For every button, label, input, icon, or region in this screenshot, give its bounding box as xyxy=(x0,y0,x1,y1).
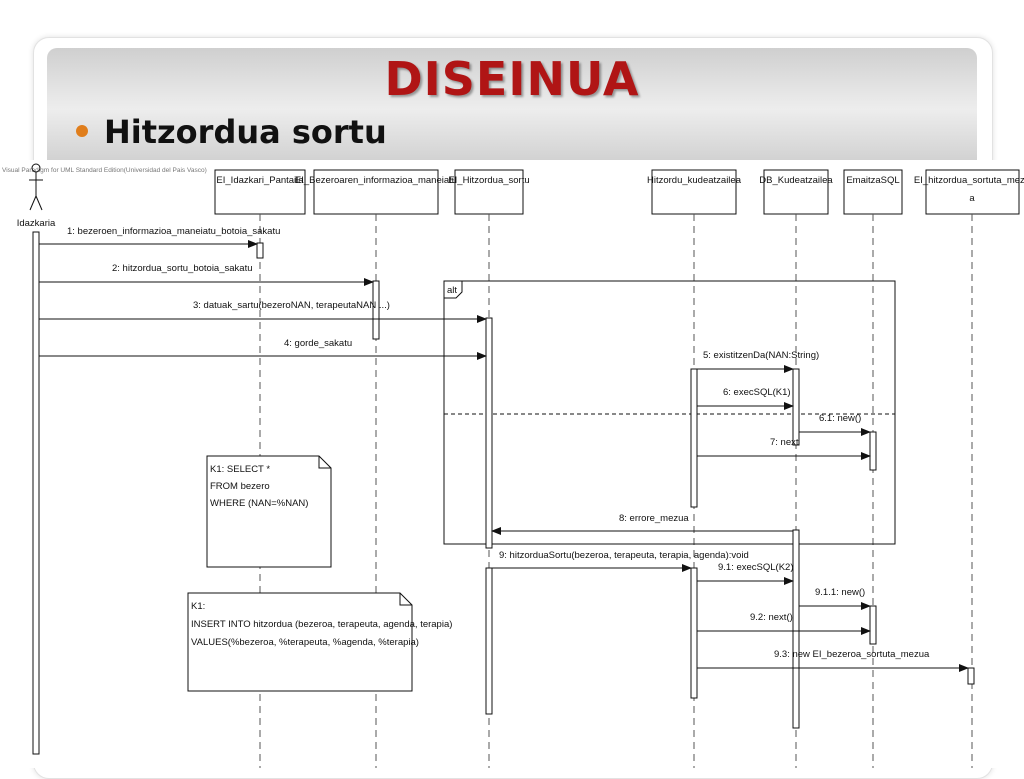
svg-text:EmaitzaSQL: EmaitzaSQL xyxy=(846,175,899,186)
svg-text:VALUES(%bezeroa, %terapeuta, %: VALUES(%bezeroa, %terapeuta, %agenda, %t… xyxy=(191,637,419,648)
actor-idazkaria: Idazkaria xyxy=(17,163,56,229)
lifeline-head-hitzordua-sortu: EI_Hitzordua_sortu xyxy=(448,169,530,215)
msg-6-1-label: 6.1: new() xyxy=(819,413,861,424)
msg-9-1-label: 9.1: execSQL(K2) xyxy=(718,562,794,573)
note-k1-insert: K1: INSERT INTO hitzordua (bezeroa, tera… xyxy=(187,592,452,692)
msg-9-label: 9: hitzorduaSortu(bezeroa, terapeuta, te… xyxy=(499,550,749,561)
lifeline-head-sortuta-mezua: EI_hitzordua_sortuta_mezu a xyxy=(914,169,1024,215)
watermark-text: Visual Paradigm for UML Standard Edition… xyxy=(2,167,207,174)
bullet-text: Hitzordua sortu xyxy=(104,113,387,151)
lifeline-head-hitzordu-kudeatzailea: Hitzordu_kudeatzailea xyxy=(647,169,742,215)
msg-2-label: 2: hitzordua_sortu_botoia_sakatu xyxy=(112,263,253,274)
svg-text:DB_Kudeatzailea: DB_Kudeatzailea xyxy=(759,175,833,186)
msg-8-label: 8: errore_mezua xyxy=(619,513,689,524)
svg-text:EI_Idazkari_Pantaila: EI_Idazkari_Pantaila xyxy=(216,175,304,186)
svg-text:alt: alt xyxy=(447,285,457,296)
svg-text:Hitzordu_kudeatzailea: Hitzordu_kudeatzailea xyxy=(647,175,742,186)
lifeline-head-idazkari-pantaila: EI_Idazkari_Pantaila xyxy=(214,169,306,215)
svg-text:a: a xyxy=(969,193,975,204)
msg-5-label: 5: existitzenDa(NAN:String) xyxy=(703,350,819,361)
message-arrows xyxy=(39,240,969,672)
msg-3-label: 3: datuak_sartu(bezeroNAN, terapeutaNAN … xyxy=(193,300,390,311)
svg-text:WHERE (NAN=%NAN): WHERE (NAN=%NAN) xyxy=(210,498,308,509)
msg-9-1-1-label: 9.1.1: new() xyxy=(815,587,865,598)
lifeline-head-db-kudeatzailea: DB_Kudeatzailea xyxy=(759,169,833,215)
sequence-diagram: Visual Paradigm for UML Standard Edition… xyxy=(0,160,1024,768)
svg-text:K1: SELECT *: K1: SELECT * xyxy=(210,464,270,475)
alt-fragment: alt xyxy=(443,280,896,545)
svg-text:FROM bezero: FROM bezero xyxy=(210,481,270,492)
svg-text:EI_hitzordua_sortuta_mezu: EI_hitzordua_sortuta_mezu xyxy=(914,175,1024,186)
msg-9-2-label: 9.2: next() xyxy=(750,612,793,623)
svg-text:EI_Bezeroaren_informazioa_mane: EI_Bezeroaren_informazioa_maneiatu xyxy=(295,175,457,186)
msg-7-label: 7: next xyxy=(770,437,799,448)
note-k1-select: K1: SELECT * FROM bezero WHERE (NAN=%NAN… xyxy=(206,455,332,568)
svg-text:INSERT INTO hitzordua (bezeroa: INSERT INTO hitzordua (bezeroa, terapeut… xyxy=(191,619,452,630)
bullet-dot-icon xyxy=(76,125,88,137)
msg-1-label: 1: bezeroen_informazioa_maneiatu_botoia_… xyxy=(67,226,280,237)
header-band xyxy=(47,48,977,160)
msg-4-label: 4: gorde_sakatu xyxy=(284,338,352,349)
svg-text:K1:: K1: xyxy=(191,601,205,612)
lifeline-head-emaitzasql: EmaitzaSQL xyxy=(843,169,903,215)
actor-label: Idazkaria xyxy=(17,218,56,229)
svg-text:EI_Hitzordua_sortu: EI_Hitzordua_sortu xyxy=(448,175,529,186)
slide-title: DISEINUA xyxy=(384,52,640,106)
lifeline-head-bezeroaren-informazioa: EI_Bezeroaren_informazioa_maneiatu xyxy=(295,169,457,215)
msg-9-3-label: 9.3: new EI_bezeroa_sortuta_mezua xyxy=(774,649,930,660)
activation-bars xyxy=(32,231,975,755)
msg-6-label: 6: execSQL(K1) xyxy=(723,387,791,398)
